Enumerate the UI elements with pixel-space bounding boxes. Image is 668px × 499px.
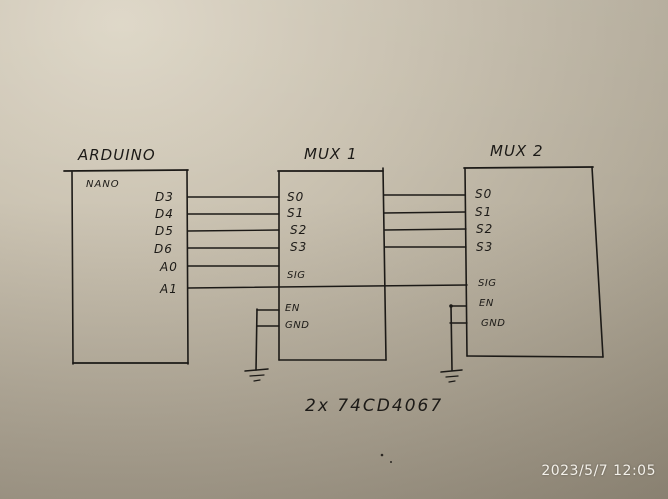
mux2-title: MUX 2 <box>490 142 544 160</box>
photo-timestamp: 2023/5/7 12:05 <box>541 463 656 479</box>
mux2-pin-s1: S1 <box>475 205 493 219</box>
ink-speck <box>390 461 392 463</box>
mux2-pin-s0: S0 <box>475 187 493 201</box>
mux1-pin-s3: S3 <box>290 240 308 254</box>
mux2-pin-s3: S3 <box>476 240 494 254</box>
arduino-title: ARDUINO <box>78 146 156 164</box>
mux1-pin-en: EN <box>285 303 300 314</box>
mux1-pin-s1: S1 <box>287 206 305 220</box>
mux1-pin-s0: S0 <box>287 190 305 204</box>
arduino-pin-a1: A1 <box>160 282 178 296</box>
mux1-pin-gnd: GND <box>285 320 310 331</box>
chip-note: 2x 74CD4067 <box>305 396 444 416</box>
arduino-pin-d5: D5 <box>155 224 174 238</box>
arduino-pin-a0: A0 <box>160 260 178 274</box>
select-wires-left <box>187 196 280 267</box>
select-wires-right <box>383 194 467 248</box>
arduino-box <box>63 169 189 365</box>
ink-speck <box>380 453 384 457</box>
arduino-pin-d4: D4 <box>155 207 174 221</box>
arduino-subtitle: NANO <box>86 179 120 190</box>
mux1-pin-sig: SIG <box>287 270 306 281</box>
mux2-pin-en: EN <box>479 298 494 309</box>
mux2-pin-gnd: GND <box>481 318 506 329</box>
mux2-pin-sig: SIG <box>478 278 497 289</box>
arduino-pin-d6: D6 <box>154 242 173 256</box>
mux1-ground-wiring <box>244 308 280 382</box>
a1-sig-wire <box>187 284 468 289</box>
mux2-ground-wiring <box>440 304 468 383</box>
mux1-title: MUX 1 <box>304 145 358 163</box>
mux2-box <box>463 166 604 358</box>
arduino-pin-d3: D3 <box>155 190 174 204</box>
mux1-pin-s2: S2 <box>290 223 308 237</box>
mux2-pin-s2: S2 <box>476 222 494 236</box>
